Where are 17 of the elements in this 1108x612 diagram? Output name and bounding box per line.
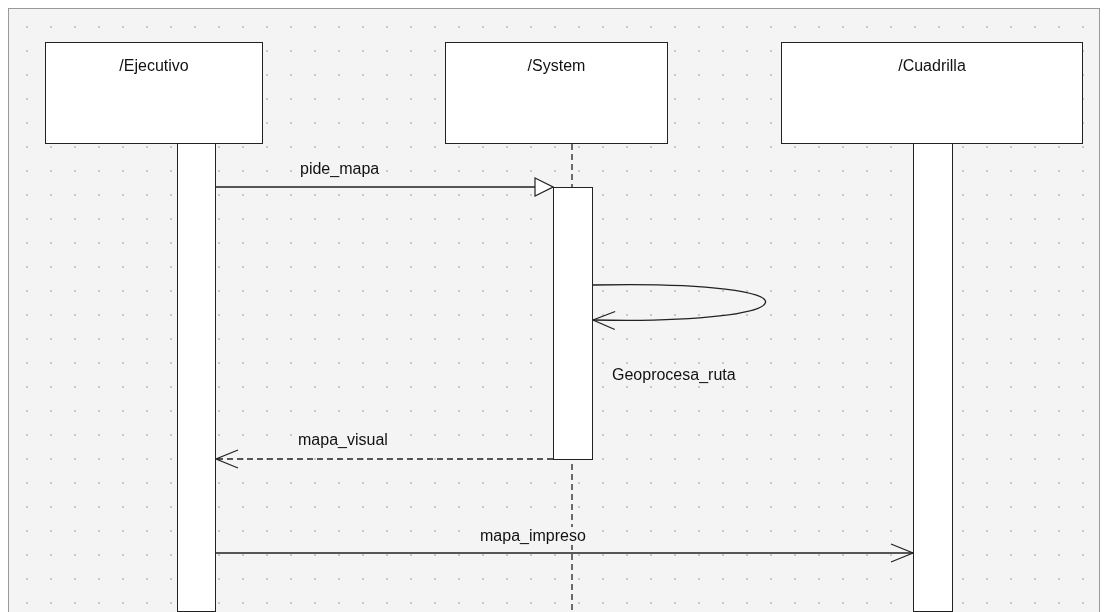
participant-name: /System — [527, 57, 586, 75]
message-label: mapa_visual — [296, 431, 390, 449]
participant-box — [445, 42, 668, 144]
activation-bar — [553, 187, 593, 460]
return-message-arrow — [215, 449, 554, 469]
activation-bar — [913, 143, 953, 612]
message-arrow — [215, 543, 914, 563]
self-message-arrow — [592, 284, 767, 330]
activation-bar — [177, 143, 216, 612]
message-label: mapa_impreso — [478, 527, 588, 545]
participant-name: /Ejecutivo — [119, 57, 189, 75]
participant-box — [781, 42, 1083, 144]
participant-box — [45, 42, 263, 144]
message-arrow — [215, 177, 554, 197]
participant-name: /Cuadrilla — [898, 57, 966, 75]
message-label: Geoprocesa_ruta — [610, 366, 738, 384]
message-label: pide_mapa — [298, 160, 382, 178]
